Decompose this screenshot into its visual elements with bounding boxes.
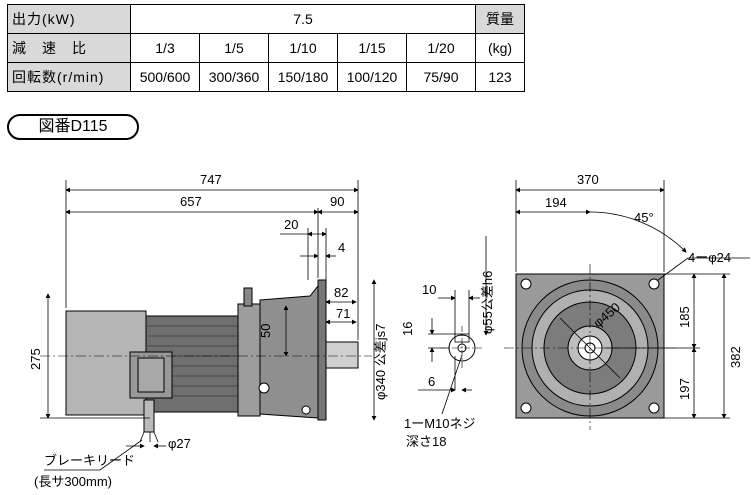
speed-cell: 500/600 [130, 62, 200, 92]
dim-flange-diameter: φ340 公差js7 [373, 324, 388, 400]
dim-conduit-diameter: φ27 [168, 436, 191, 451]
speed-cell: 300/360 [199, 62, 269, 92]
dim-10: 10 [422, 282, 436, 297]
dim-71: 71 [336, 306, 350, 321]
bolt-hole [648, 278, 660, 290]
bolt-holes-spec: 4ーφ24 [688, 250, 731, 265]
spec-table: 出力(kW) 7.5 質量 減 速 比 1/3 1/5 1/10 1/15 1/… [7, 4, 525, 92]
ratio-label: 減 速 比 [7, 33, 131, 63]
conduit [143, 399, 155, 433]
dim-747: 747 [200, 172, 222, 187]
brake-lead-length: (長サ300mm) [34, 474, 112, 489]
dim-194: 194 [545, 195, 567, 210]
ratio-cell: 1/5 [199, 33, 269, 63]
tap-spec: 1ーM10ネジ [404, 416, 476, 431]
dim-16: 16 [400, 322, 415, 336]
ratio-cell: 1/20 [406, 33, 476, 63]
dim-20: 20 [284, 217, 298, 232]
output-shaft [325, 341, 359, 369]
table-row-ratio: 減 速 比 1/3 1/5 1/10 1/15 1/20 (kg) [7, 33, 525, 63]
tap-depth: 深さ18 [406, 434, 446, 449]
output-label: 出力(kW) [7, 4, 131, 34]
dim-shaft-diameter: φ55公差h6 [480, 271, 495, 334]
front-view: 370 194 45° 4ーφ24 φ450 185 197 382 [504, 172, 750, 430]
dim-275: 275 [28, 348, 43, 370]
dim-382: 382 [728, 346, 743, 368]
speed-cell: 75/90 [406, 62, 476, 92]
mass-label: 質量 [475, 4, 525, 34]
flange [317, 279, 327, 421]
figure-number-badge: 図番D115 [7, 114, 139, 140]
adapter [237, 303, 261, 417]
speed-cell: 100/120 [337, 62, 407, 92]
brake-lead-label: ブレーキリード [44, 453, 135, 468]
table-row-speed: 回転数(r/min) 500/600 300/360 150/180 100/1… [7, 62, 525, 92]
mass-value: 123 [475, 62, 525, 92]
dim-185: 185 [677, 306, 692, 328]
dim-82: 82 [334, 285, 348, 300]
shaft-end-view: 10 16 6 φ55公差h6 1ーM10ネジ 深さ18 [400, 236, 495, 449]
dim-6: 6 [428, 374, 435, 389]
mass-unit: (kg) [475, 33, 525, 63]
side-view: 747 657 90 20 4 82 71 50 275 φ340 公差js7 [28, 172, 388, 489]
ratio-cell: 1/15 [337, 33, 407, 63]
table-row-output: 出力(kW) 7.5 質量 [7, 4, 525, 34]
output-value: 7.5 [130, 4, 476, 34]
dim-197: 197 [677, 378, 692, 400]
bolt-hole [520, 278, 532, 290]
gear-housing [259, 285, 327, 419]
dim-370: 370 [577, 172, 599, 187]
dim-50: 50 [258, 324, 273, 338]
bolt-hole [520, 402, 532, 414]
dim-4: 4 [338, 240, 345, 255]
bolt-hole [648, 402, 660, 414]
dim-90: 90 [330, 194, 344, 209]
angle-45: 45° [634, 210, 654, 225]
speed-cell: 150/180 [268, 62, 338, 92]
dim-657: 657 [180, 194, 202, 209]
speed-label: 回転数(r/min) [7, 62, 131, 92]
